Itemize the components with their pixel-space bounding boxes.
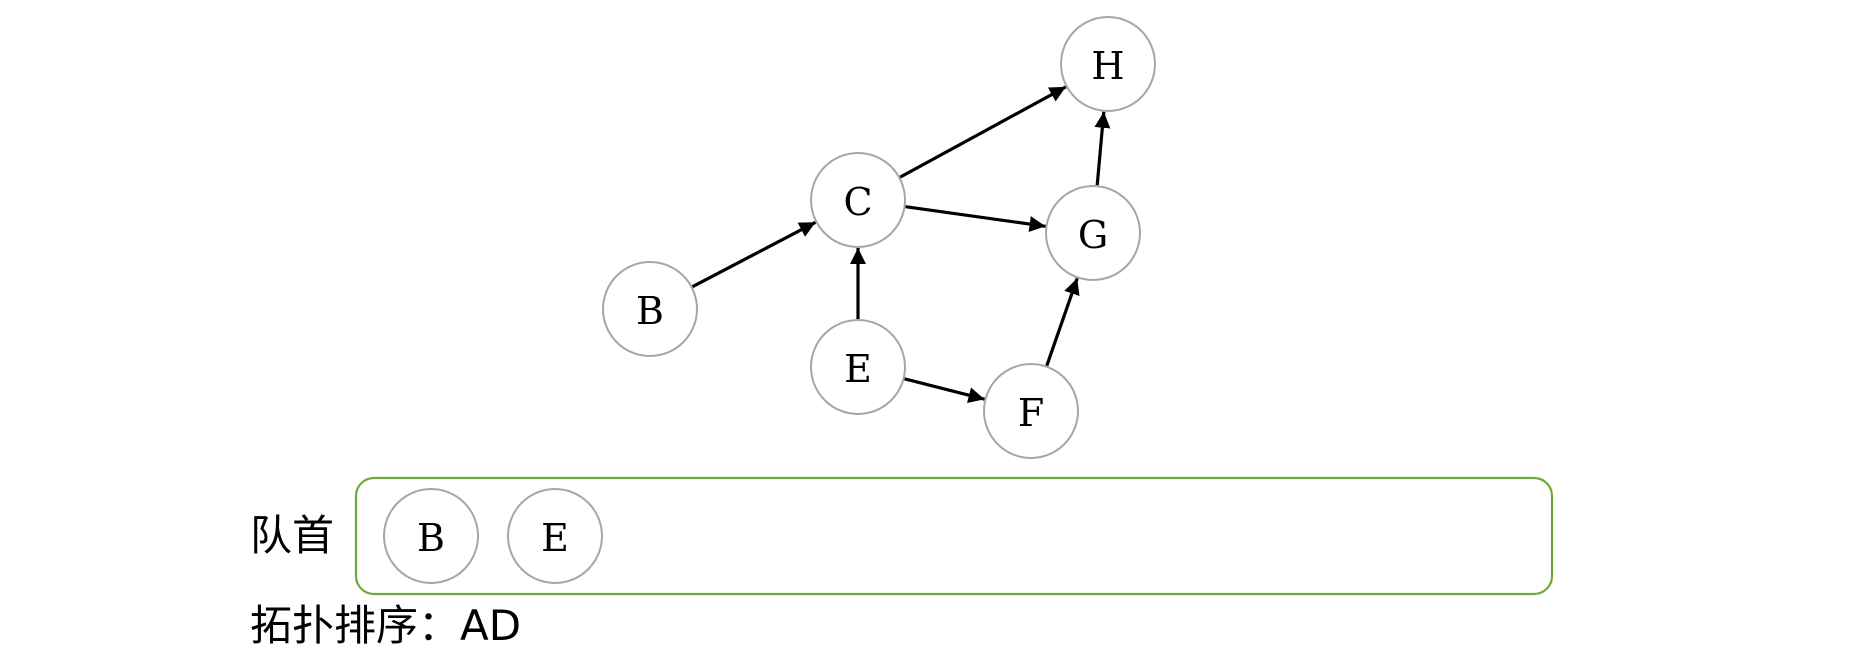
edge-e-to-f	[904, 377, 985, 403]
node-circle	[1045, 185, 1141, 281]
queue-item-circle	[507, 488, 603, 584]
graph-nodes: H C G B E F	[602, 16, 1156, 459]
queue-item-b: B	[383, 488, 479, 584]
node-f: F	[983, 363, 1079, 459]
node-e: E	[810, 319, 906, 415]
node-g: G	[1045, 185, 1141, 281]
node-circle	[983, 363, 1079, 459]
queue-item-circle	[383, 488, 479, 584]
queue-item-label: B	[417, 516, 445, 560]
node-circle	[810, 152, 906, 248]
edges	[691, 85, 1111, 403]
node-b: B	[602, 261, 698, 357]
node-c: C	[810, 152, 906, 248]
edge-c-to-h	[899, 85, 1067, 179]
node-label: H	[1091, 44, 1124, 88]
node-h: H	[1060, 16, 1156, 112]
node-label: G	[1078, 213, 1108, 257]
node-circle	[810, 319, 906, 415]
edge-g-to-h	[1094, 111, 1111, 186]
node-label: B	[636, 289, 664, 333]
node-circle	[602, 261, 698, 357]
edge-f-to-g	[1045, 277, 1080, 367]
queue-box	[354, 476, 1554, 596]
queue-item-e: E	[507, 488, 603, 584]
edge-b-to-c	[691, 220, 817, 289]
node-circle	[1060, 16, 1156, 112]
node-label: C	[843, 180, 872, 224]
edge-c-to-g	[905, 205, 1046, 233]
node-label: E	[844, 347, 872, 391]
queue-head-label: 队首	[250, 511, 334, 560]
node-label: F	[1018, 391, 1044, 435]
topological-order-text: 拓扑排序：AD	[250, 601, 521, 650]
queue-item-label: E	[541, 516, 569, 560]
